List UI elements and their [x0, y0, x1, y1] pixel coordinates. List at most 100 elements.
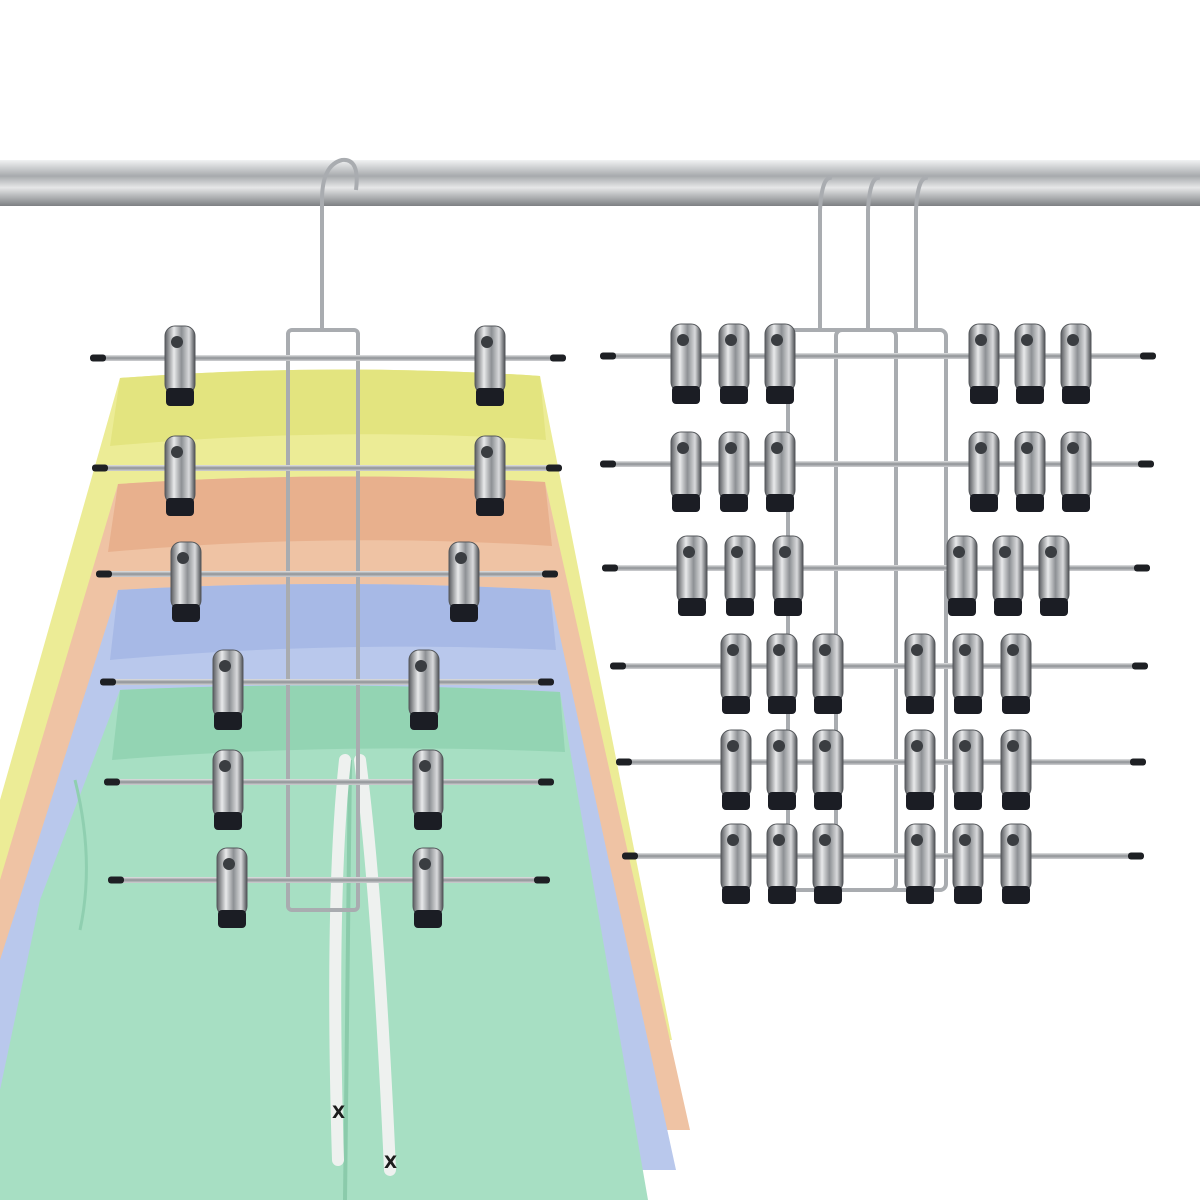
clip-spring [223, 858, 235, 870]
clip-spring [953, 546, 965, 558]
clip-grip [450, 604, 478, 622]
bar-end-cap [1134, 564, 1150, 572]
pant-clip [812, 729, 844, 810]
clip-grip [1002, 792, 1030, 810]
clip-spring [959, 644, 971, 656]
clip-grip [414, 910, 442, 928]
clip-grip [954, 696, 982, 714]
clip-grip [720, 494, 748, 512]
bar-end-cap [602, 564, 618, 572]
clip-body [968, 323, 1000, 393]
bar-end-cap [100, 678, 116, 686]
clip-grip [166, 388, 194, 406]
clip-body [212, 649, 244, 719]
bar-end-cap [534, 876, 550, 884]
bar-end-cap [610, 662, 626, 670]
pant-clip [720, 823, 752, 904]
mint-center-seam [343, 759, 352, 1200]
clip-spring [975, 334, 987, 346]
pant-clip [718, 431, 750, 512]
clip-spring [481, 446, 493, 458]
clip-spring [219, 660, 231, 672]
bar-end-cap [622, 852, 638, 860]
clip-grip [954, 792, 982, 810]
clip-grip [1062, 494, 1090, 512]
clip-spring [727, 644, 739, 656]
blue-waistband [110, 584, 556, 660]
clip-body [1000, 823, 1032, 893]
clip-body [766, 823, 798, 893]
clip-body [448, 541, 480, 611]
clip-grip [672, 386, 700, 404]
clip-grip [722, 696, 750, 714]
clip-body [766, 633, 798, 703]
pant-clip [952, 633, 984, 714]
clip-body [1060, 431, 1092, 501]
pant-clip [212, 649, 244, 730]
clip-body [1014, 323, 1046, 393]
hanger-bar [622, 759, 1140, 765]
clip-spring [819, 644, 831, 656]
pant-clip [670, 431, 702, 512]
clip-grip [726, 598, 754, 616]
clip-body [408, 649, 440, 719]
pant-clip [720, 729, 752, 810]
pant-clip [724, 535, 756, 616]
clip-body [812, 823, 844, 893]
bar-end-cap [542, 570, 558, 578]
clip-grip [214, 712, 242, 730]
bar-end-cap [1128, 852, 1144, 860]
clip-spring [219, 760, 231, 772]
pant-clip [170, 541, 202, 622]
clip-spring [819, 834, 831, 846]
clip-grip [476, 498, 504, 516]
bar-end-cap [1132, 662, 1148, 670]
clip-spring [1007, 740, 1019, 752]
clip-spring [455, 552, 467, 564]
clip-body [724, 535, 756, 605]
hanger-bar [628, 853, 1138, 859]
pant-clip [720, 633, 752, 714]
clip-grip [766, 386, 794, 404]
clip-body [412, 749, 444, 819]
clip-body [1060, 323, 1092, 393]
clip-grip [906, 792, 934, 810]
mint-shorts [0, 685, 648, 1200]
clip-grip [1002, 886, 1030, 904]
clip-grip [970, 494, 998, 512]
clip-spring [1067, 334, 1079, 346]
clip-spring [773, 644, 785, 656]
pant-clip [718, 323, 750, 404]
pant-clip [676, 535, 708, 616]
clip-grip [774, 598, 802, 616]
pant-clip [952, 823, 984, 904]
clip-grip [906, 886, 934, 904]
bar-end-cap [538, 678, 554, 686]
bar-end-cap [96, 570, 112, 578]
clip-body [764, 431, 796, 501]
bar-end-cap [1138, 460, 1154, 468]
clip-spring [773, 834, 785, 846]
clip-grip [1016, 494, 1044, 512]
clip-spring [819, 740, 831, 752]
bar-end-cap [550, 354, 566, 362]
clip-body [1000, 729, 1032, 799]
hanger-bar [102, 571, 552, 577]
clip-body [952, 729, 984, 799]
clip-spring [959, 834, 971, 846]
clip-body [170, 541, 202, 611]
pant-clip [812, 823, 844, 904]
hanger-bar [114, 877, 544, 883]
mint-waistband [112, 685, 565, 760]
clip-spring [677, 442, 689, 454]
bar-end-cap [104, 778, 120, 786]
right-hanger-group [600, 175, 1156, 904]
clip-grip [410, 712, 438, 730]
clip-spring [419, 760, 431, 772]
clip-body [764, 323, 796, 393]
hanger-bar [106, 679, 548, 685]
pant-clip [812, 633, 844, 714]
hanger-hook [866, 175, 881, 330]
clothes-rod [0, 160, 1200, 206]
